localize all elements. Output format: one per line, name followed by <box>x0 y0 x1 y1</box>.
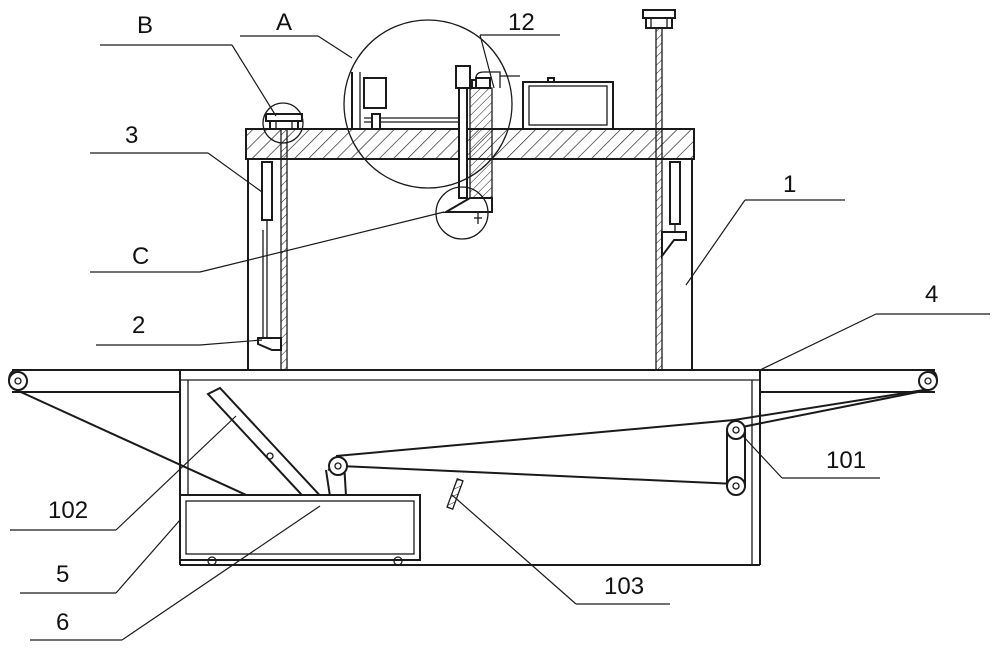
right-rod-bearing <box>645 17 673 29</box>
label-1: 1 <box>783 171 796 198</box>
left-bracket <box>257 337 282 351</box>
cutter-head <box>442 197 493 213</box>
motor <box>363 77 387 109</box>
detail-circle-c <box>435 186 489 240</box>
collection-bin <box>179 494 421 561</box>
roller-right <box>918 371 938 391</box>
roller-mid-left <box>328 456 348 476</box>
label-5: 5 <box>56 561 69 588</box>
left-cylinder <box>261 161 273 221</box>
detail-circle-a <box>343 19 513 189</box>
labels: B A 12 3 1 C 2 4 101 102 5 103 6 <box>48 9 938 636</box>
roller-101-bottom <box>726 476 746 496</box>
right-cylinder <box>669 161 681 225</box>
drill-motor <box>455 65 471 89</box>
control-box <box>522 81 614 130</box>
left-rod <box>280 125 288 371</box>
label-102: 102 <box>48 497 88 524</box>
label-103: 103 <box>604 573 644 600</box>
label-101: 101 <box>826 447 866 474</box>
lower-assembly <box>8 369 938 566</box>
leader-lines <box>10 34 990 641</box>
detail-circle-b <box>262 102 304 144</box>
label-a: A <box>276 9 292 36</box>
label-12: 12 <box>508 9 535 36</box>
label-2: 2 <box>132 312 145 339</box>
blower-nozzle <box>446 478 464 510</box>
right-bracket <box>661 231 687 259</box>
right-rod <box>655 27 663 371</box>
upper-frame <box>245 9 695 371</box>
label-6: 6 <box>56 609 69 636</box>
belt-upper-run <box>335 419 735 457</box>
label-3: 3 <box>125 122 138 149</box>
bin-wheel-right <box>393 556 403 566</box>
label-c: C <box>132 243 149 270</box>
label-b: B <box>137 12 153 39</box>
fixture-b-cap <box>265 113 303 122</box>
drill-shaft <box>458 87 468 199</box>
screw-housing <box>469 87 493 199</box>
roller-101-top <box>726 420 746 440</box>
bin-wheel-left <box>207 556 217 566</box>
label-4: 4 <box>925 281 938 308</box>
belt-lower-run <box>339 465 737 485</box>
right-rod-cap <box>642 9 676 19</box>
roller-left <box>8 371 28 391</box>
